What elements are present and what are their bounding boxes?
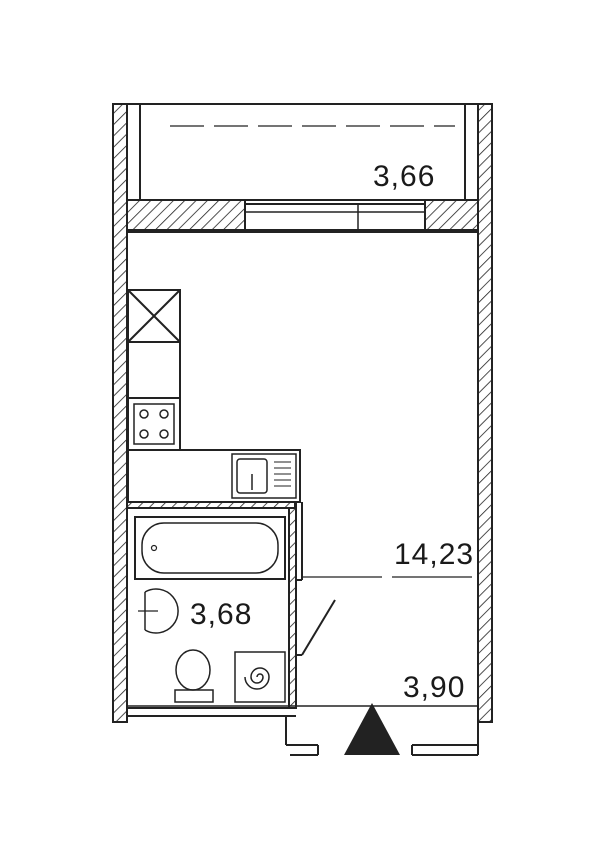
living-room-area-label: 14,23 [394, 538, 474, 571]
balcony-wall [126, 199, 479, 233]
hallway-area-label: 3,90 [403, 671, 465, 704]
kitchen-unit [127, 289, 301, 503]
balcony-area-label: 3,66 [373, 160, 435, 193]
washbasin [138, 588, 179, 634]
entrance-arrow-icon [344, 703, 400, 755]
boiler [234, 651, 286, 703]
bathroom [126, 501, 297, 717]
bathtub [134, 516, 286, 580]
stove-burners [139, 409, 169, 439]
exterior-walls [112, 103, 493, 723]
partition-wall [295, 502, 478, 656]
toilet [174, 649, 214, 703]
bathroom-area-label: 3,68 [190, 598, 252, 631]
entrance [127, 703, 479, 756]
